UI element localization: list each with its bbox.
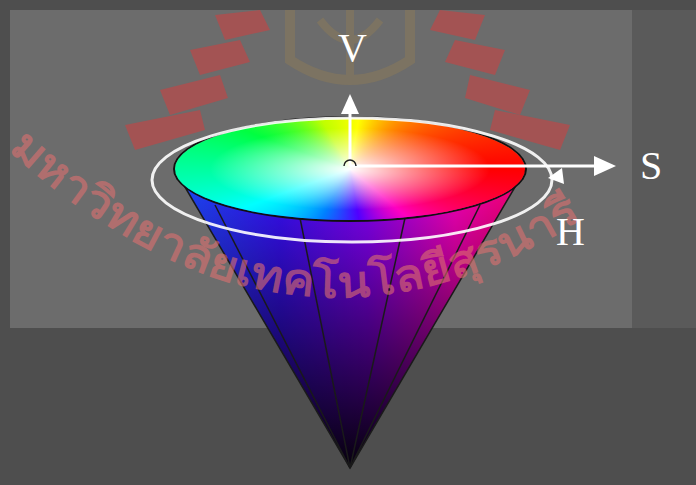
angle-mark	[344, 160, 356, 166]
side-panel	[632, 10, 696, 328]
v-arrowhead	[341, 94, 359, 114]
watermark-logo	[290, 10, 410, 80]
axis-label: H	[556, 212, 585, 252]
s-arrowhead	[594, 156, 616, 176]
axis-label: V	[338, 28, 367, 68]
s-axis	[350, 165, 596, 168]
hue-ring	[152, 118, 552, 242]
v-axis	[349, 108, 352, 166]
axes	[341, 94, 616, 184]
h-arrowhead	[548, 168, 564, 184]
axis-label: S	[640, 146, 662, 186]
